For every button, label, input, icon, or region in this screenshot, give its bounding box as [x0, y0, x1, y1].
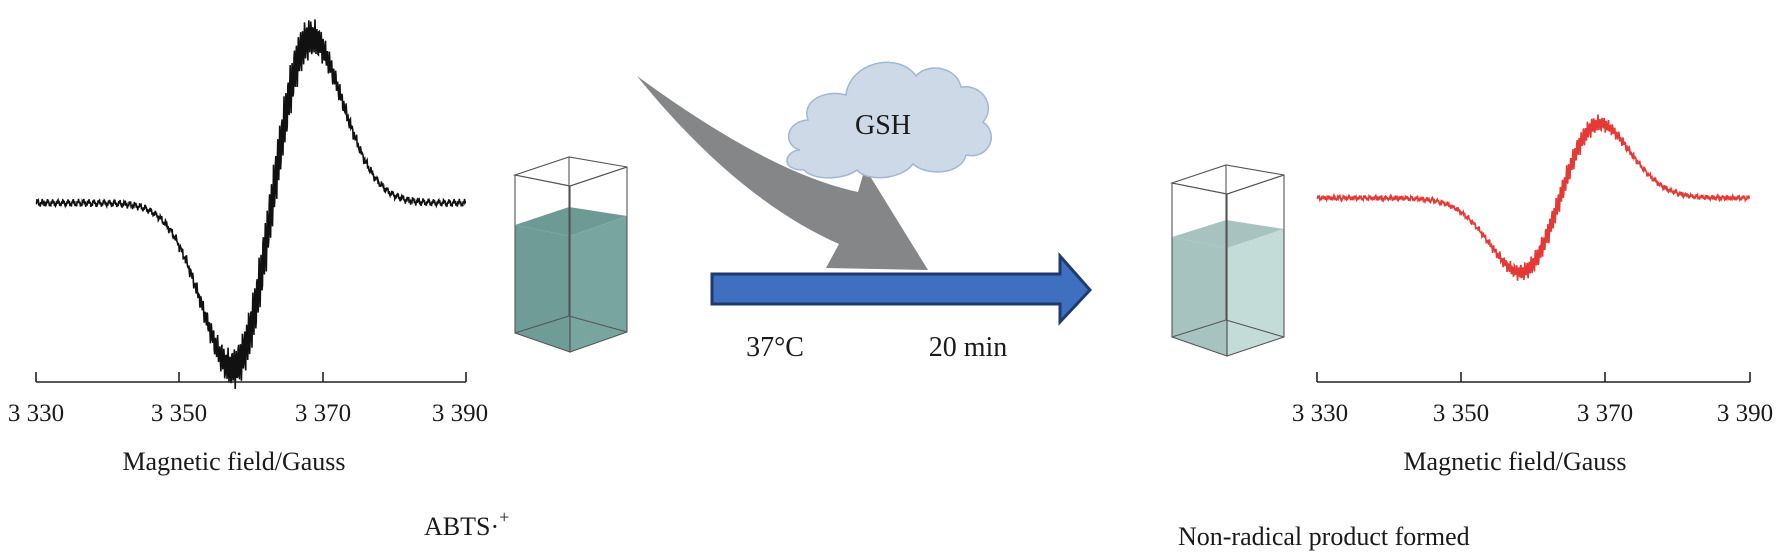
right-cuvette	[1169, 164, 1285, 357]
left-axis-title: Magnetic field/Gauss	[122, 447, 345, 476]
right-tick-label: 3 370	[1577, 400, 1633, 427]
temperature-label: 37°C	[746, 332, 804, 363]
left-spectrum: 3 330 3 350 3 370 3 390 Magnetic field/G…	[8, 19, 488, 476]
right-spectrum: 3 330 3 350 3 370 3 390 Magnetic field/G…	[1292, 114, 1773, 476]
left-sample-caption: ABTS·+	[424, 507, 509, 541]
reaction-arrow	[710, 252, 1093, 326]
left-cuvette-liquid-front	[515, 225, 570, 352]
time-label: 20 min	[929, 332, 1008, 363]
right-tick-label: 3 390	[1717, 400, 1773, 427]
grey-reaction-arrow	[637, 76, 928, 270]
right-cuvette-frame	[1169, 164, 1285, 357]
left-axis: 3 330 3 350 3 370 3 390 Magnetic field/G…	[8, 372, 488, 476]
right-axis-title: Magnetic field/Gauss	[1403, 447, 1626, 476]
abts-superscript: +	[499, 507, 509, 527]
cloud-shape	[786, 61, 993, 179]
right-tick-label: 3 330	[1292, 400, 1348, 427]
left-tick-label: 3 330	[8, 400, 64, 427]
reagent-label: GSH	[855, 110, 911, 141]
right-cuvette-liquid-top	[1172, 220, 1284, 248]
right-axis: 3 330 3 350 3 370 3 390 Magnetic field/G…	[1292, 372, 1773, 476]
left-cuvette-frame	[512, 156, 628, 353]
left-tick-label: 3 390	[432, 400, 488, 427]
right-sample-caption: Non-radical product formed	[1178, 522, 1470, 551]
abts-label: ABTS·	[424, 512, 499, 541]
left-cuvette-liquid-top	[515, 207, 627, 236]
right-cuvette-liquid-side	[1227, 229, 1284, 356]
left-cuvette-liquid-side	[570, 216, 627, 352]
left-spectrum-trace	[35, 19, 467, 389]
gsh-cloud: GSH	[786, 61, 993, 179]
left-tick-label: 3 370	[295, 400, 351, 427]
left-cuvette	[512, 156, 628, 353]
left-tick-label: 3 350	[151, 400, 207, 427]
right-cuvette-liquid-front	[1172, 237, 1227, 356]
right-spectrum-trace	[1316, 114, 1751, 281]
right-tick-label: 3 350	[1433, 400, 1489, 427]
